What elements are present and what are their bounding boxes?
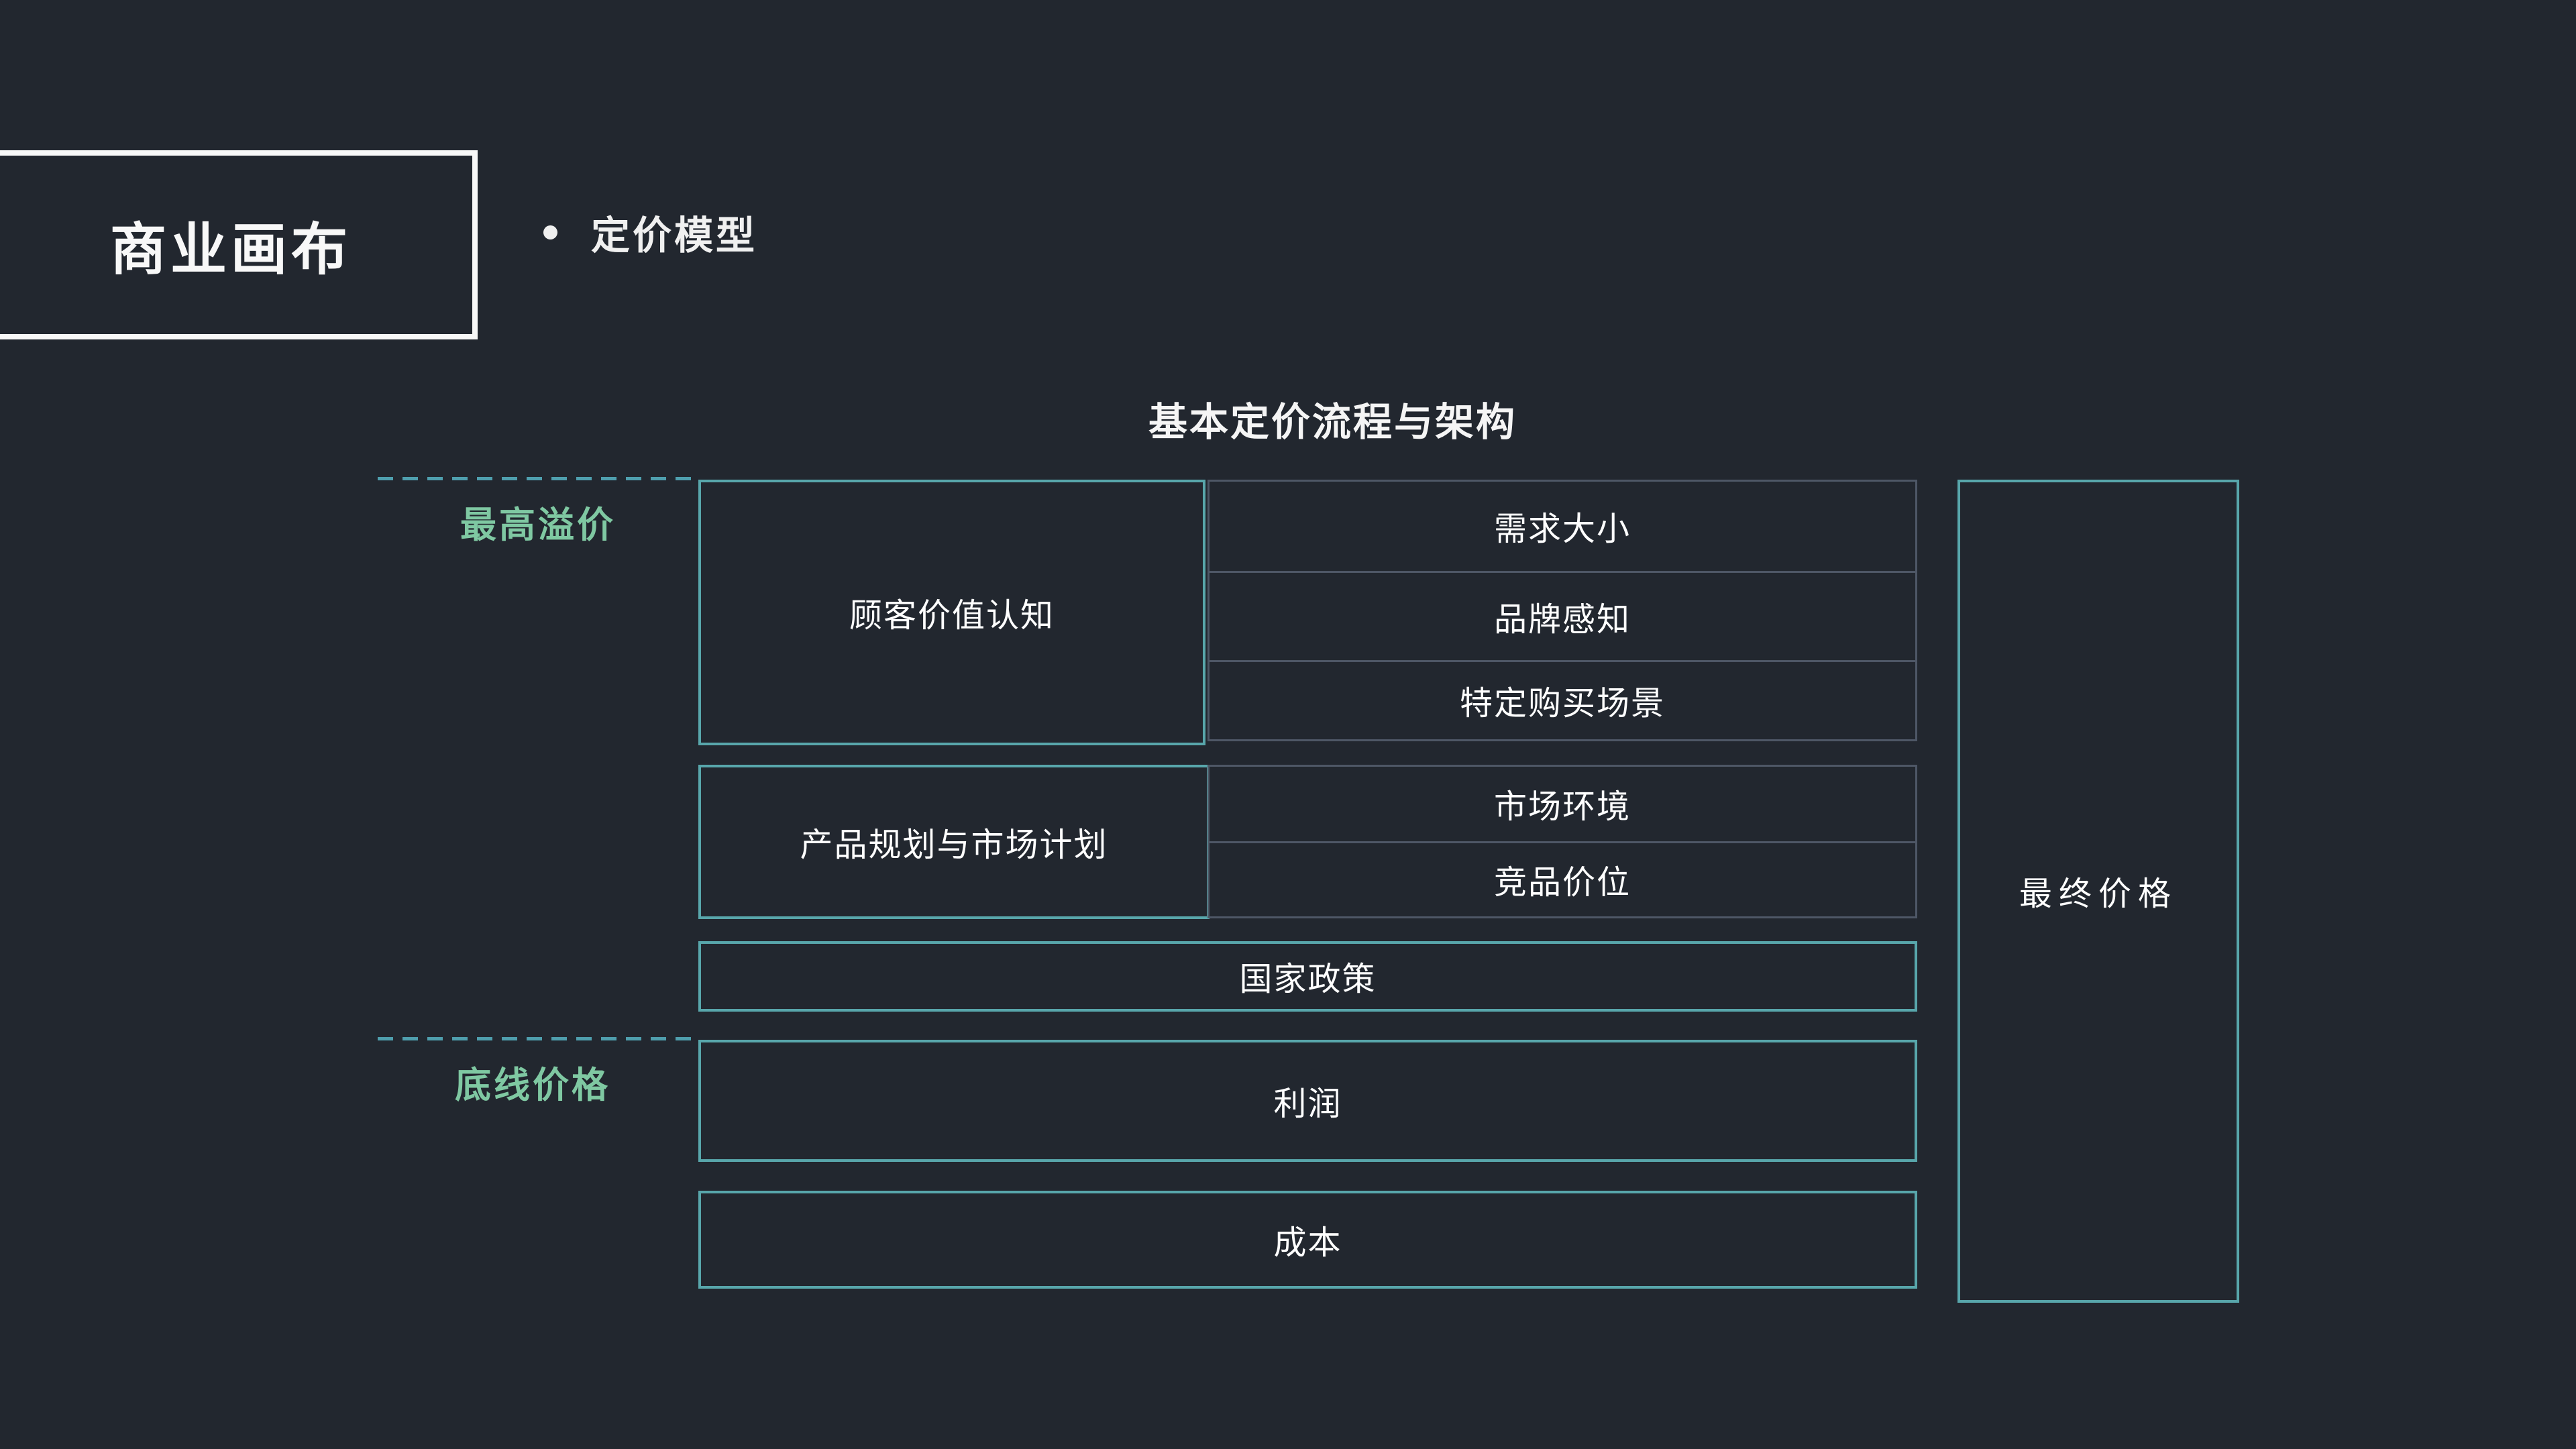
final-price-box: 最终价格 — [1957, 480, 2239, 1303]
row-market-environment: 市场环境 — [1208, 765, 1917, 843]
diagram-title: 基本定价流程与架构 — [1148, 400, 1517, 444]
customer-value-box: 顾客价值认知 — [698, 480, 1205, 745]
row-competitor-price: 竞品价位 — [1208, 841, 1917, 918]
brand-box: 商业画布 — [0, 150, 478, 339]
bullet-icon — [543, 225, 557, 239]
row-brand-perception: 品牌感知 — [1208, 571, 1917, 662]
topic-item: 定价模型 — [543, 211, 757, 258]
profit-box: 利润 — [698, 1040, 1917, 1162]
max-premium-dash-line — [378, 477, 698, 480]
policy-box: 国家政策 — [698, 941, 1917, 1012]
cost-box: 成本 — [698, 1191, 1917, 1289]
brand-label: 商业画布 — [109, 217, 352, 281]
row-demand-size: 需求大小 — [1208, 480, 1917, 573]
customer-factor-rows: 需求大小 品牌感知 特定购买场景 — [1208, 480, 1917, 741]
max-premium-label: 最高溢价 — [460, 505, 616, 545]
floor-price-dash-line — [378, 1037, 698, 1040]
row-purchase-scenario: 特定购买场景 — [1208, 660, 1917, 741]
planning-box: 产品规划与市场计划 — [698, 765, 1210, 919]
topic-label: 定价模型 — [591, 214, 758, 258]
floor-price-label: 底线价格 — [455, 1065, 610, 1106]
market-factor-rows: 市场环境 竞品价位 — [1208, 765, 1917, 918]
